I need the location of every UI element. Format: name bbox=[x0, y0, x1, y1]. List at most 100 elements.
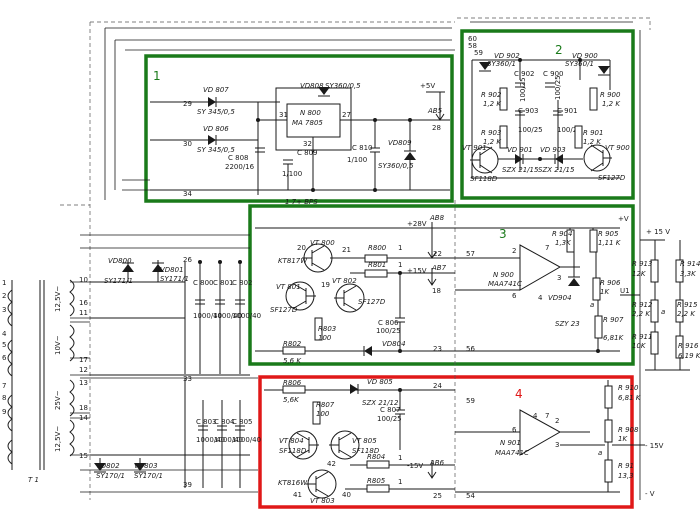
r914-value: 3,3K bbox=[680, 270, 697, 278]
ic-n800-pin-32: 32 bbox=[303, 140, 312, 148]
vd802-label: VD802 bbox=[96, 462, 120, 470]
r901-label: R 901 bbox=[583, 129, 603, 137]
rail-ab7: AB7 bbox=[431, 264, 447, 272]
r906-value: 1K bbox=[600, 288, 610, 296]
winding-label-3: 25V~ bbox=[54, 390, 62, 410]
group-box-3 bbox=[248, 204, 635, 366]
c801-label: C 801 bbox=[213, 279, 233, 287]
t1-pin-6: 6 bbox=[2, 354, 7, 362]
r802-symbol bbox=[282, 346, 306, 355]
r912-value: 2,2 K bbox=[632, 310, 651, 318]
c900-value: 100/25 bbox=[554, 75, 562, 100]
opamp-n901-pin-7: 7 bbox=[545, 412, 549, 420]
node-42: 42 bbox=[327, 460, 336, 468]
r806-label: R806 bbox=[283, 379, 302, 387]
diode-vd900-symbol bbox=[598, 66, 610, 74]
node-33: 33 bbox=[183, 375, 192, 383]
c804-label: C 804 bbox=[214, 418, 235, 426]
c807-label: C 807 bbox=[380, 406, 400, 414]
r905-symbol bbox=[589, 229, 598, 253]
c810-value: 1/100 bbox=[347, 156, 367, 164]
t1-label: T 1 bbox=[28, 476, 39, 484]
r803-label: R803 bbox=[318, 325, 336, 333]
c903-value: 100/25 bbox=[518, 126, 543, 134]
c800-value: 1000/40 bbox=[193, 312, 222, 320]
r900-value: 1,2 K bbox=[602, 100, 621, 108]
rail-ab5: AB5 bbox=[427, 107, 443, 115]
vt802-type: SF127D bbox=[358, 298, 386, 306]
r907-symbol bbox=[594, 315, 603, 339]
opamp-n901-pin-4: 4 bbox=[533, 412, 538, 420]
vt800-label: VT 800 bbox=[310, 239, 335, 247]
vt802-label: VT 802 bbox=[332, 277, 357, 285]
r904-value: 1,3K bbox=[555, 239, 572, 247]
r905-value: 1,11 K bbox=[598, 239, 622, 247]
vt801-label: VT 801 bbox=[276, 283, 301, 291]
c902-value: 100/25 bbox=[519, 77, 527, 102]
c901-value: 100/25 bbox=[557, 126, 582, 134]
node-18: 18 bbox=[432, 287, 441, 295]
c805-label: C 805 bbox=[232, 418, 252, 426]
r900-symbol bbox=[589, 87, 598, 111]
r911-value: 10K bbox=[632, 342, 647, 350]
r800-value: 1 bbox=[398, 244, 402, 252]
rectifier-section: VD800 SY171/1 VD801 SY171/1 VD802 SY170/… bbox=[90, 256, 261, 489]
opamp-n901-pin-3: 3 bbox=[555, 441, 559, 449]
diode-vd805-symbol bbox=[350, 384, 358, 394]
vt803-label: VT 803 bbox=[310, 497, 335, 505]
vd902-type: SY360/1 bbox=[487, 60, 516, 68]
group-box-2 bbox=[460, 29, 635, 200]
t1-pin-11: 11 bbox=[79, 309, 88, 317]
vd900-label: VD 900 bbox=[572, 52, 598, 60]
c805-value: 1000/40 bbox=[232, 436, 261, 444]
diode-vd902-symbol bbox=[479, 62, 491, 70]
group-label-2: 2 bbox=[555, 43, 563, 57]
r802-label: R802 bbox=[283, 340, 302, 348]
r902-symbol bbox=[499, 87, 508, 111]
r805-label: R805 bbox=[367, 477, 386, 485]
node-25: 25 bbox=[433, 492, 442, 500]
node-29: 29 bbox=[183, 100, 192, 108]
opamp-n900-pin-6: 6 bbox=[512, 292, 517, 300]
r801-symbol bbox=[364, 269, 388, 278]
r912-label: R 912 bbox=[632, 301, 653, 309]
r905-label: R 905 bbox=[598, 230, 619, 238]
opamp-n900-pin-2: 2 bbox=[512, 247, 516, 255]
vd801-type: SY171/1 bbox=[160, 275, 189, 283]
node-59-top: 59 bbox=[474, 49, 483, 57]
r902-value: 1,2 K bbox=[483, 100, 502, 108]
c804-value: 1000/40 bbox=[214, 436, 243, 444]
winding-label-4: 12,5V~ bbox=[54, 426, 62, 452]
node-28: 28 bbox=[432, 124, 441, 132]
t1-pin-5: 5 bbox=[2, 341, 6, 349]
rail-m15r: - 15V bbox=[645, 442, 664, 450]
pin-a-2: a bbox=[661, 308, 665, 316]
node-57: 57 bbox=[466, 250, 475, 258]
vd802-type: SY170/1 bbox=[96, 472, 125, 480]
winding-label-2: 10V~ bbox=[54, 335, 62, 355]
r913-label: R 913 bbox=[632, 260, 652, 268]
c806-label: C 806 bbox=[378, 319, 399, 327]
c801-value: 1000/40 bbox=[213, 312, 242, 320]
vd808-type: SY360/0,5 bbox=[325, 82, 361, 90]
vd902-label: VD 902 bbox=[494, 52, 520, 60]
r903-label: R 903 bbox=[481, 129, 501, 137]
opamp-n900-name: N 900 bbox=[493, 271, 514, 279]
node-26: 26 bbox=[183, 256, 192, 264]
group-box-1 bbox=[144, 54, 454, 203]
rail-pv: +V bbox=[618, 215, 629, 223]
rail-mv: - V bbox=[645, 490, 655, 498]
group-4-circuit: R806 5,6K R807 100 VD 805 SZX 21/12 C 80… bbox=[264, 378, 664, 505]
t1-pin-10: 10 bbox=[79, 276, 88, 284]
bps-text: 1 7+ BPS bbox=[285, 198, 318, 206]
vt801-type: SF127D bbox=[270, 306, 298, 314]
r807-symbol bbox=[312, 401, 321, 425]
opamp-n901-pin-2: 2 bbox=[555, 417, 559, 425]
group-label-3: 3 bbox=[499, 227, 507, 241]
r910-symbol bbox=[604, 385, 613, 409]
t1-pin-15: 15 bbox=[79, 452, 88, 460]
ic-n800-name: N 800 bbox=[300, 109, 321, 117]
r800-label: R800 bbox=[368, 244, 387, 252]
c808-value: 2200/16 bbox=[225, 163, 255, 171]
r916-value: 6,19 K bbox=[678, 352, 700, 360]
